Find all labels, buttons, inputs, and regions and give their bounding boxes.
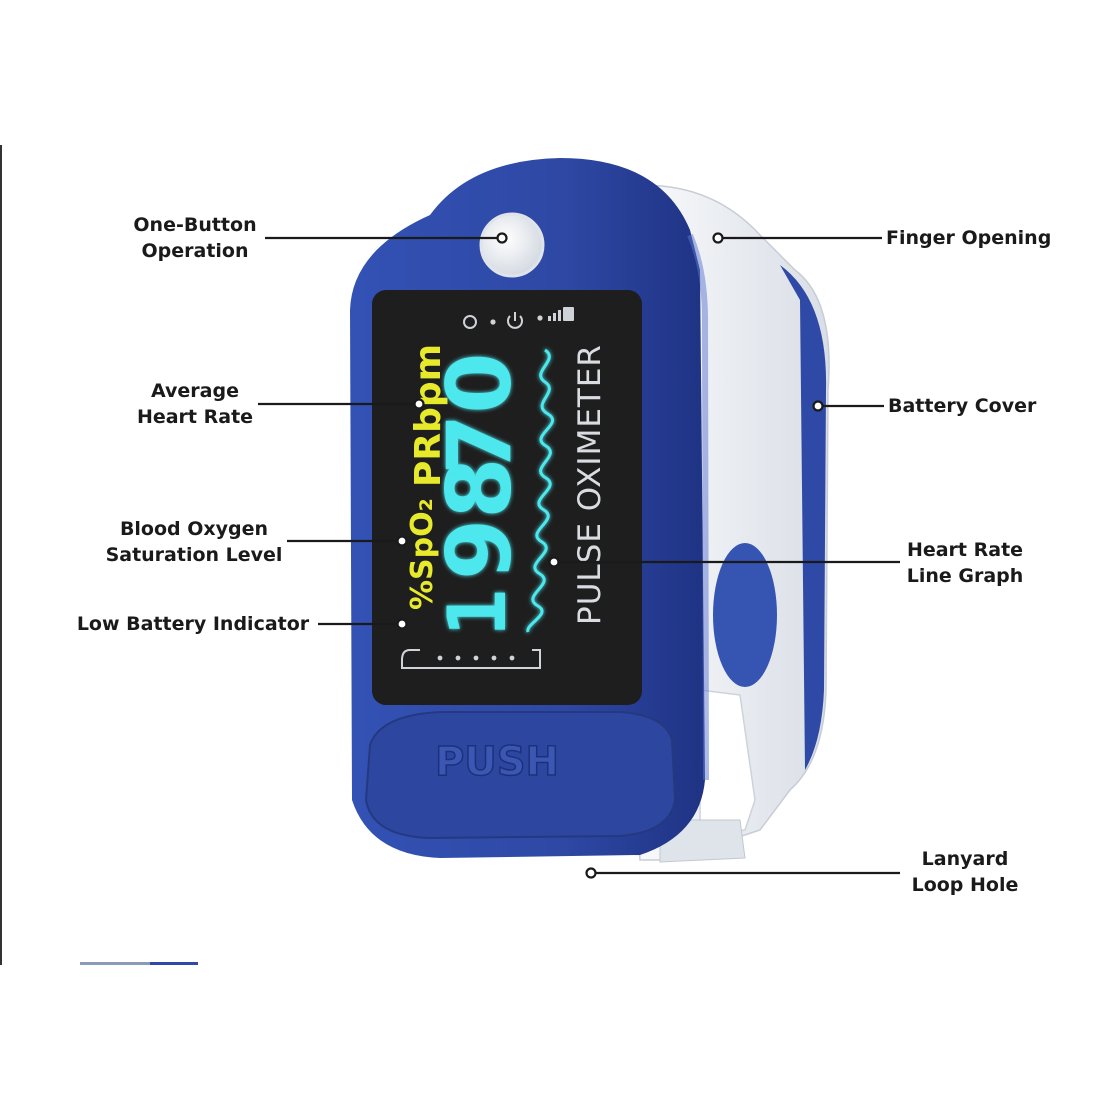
label-line: Battery Cover [888, 395, 1037, 417]
image-fragment-blue [150, 962, 198, 965]
spo2-unit-label: %SpO₂ [405, 498, 440, 610]
label-finger-opening: Finger Opening [886, 225, 1086, 251]
label-line: Line Graph [906, 565, 1024, 587]
spo2-reading: 98 [428, 458, 531, 580]
label-low-battery: Low Battery Indicator [62, 611, 324, 637]
brand-label: PULSE OXIMETER [572, 344, 608, 625]
device-edge-highlight [687, 233, 709, 781]
label-blood-oxygen: Blood Oxygen Saturation Level [98, 516, 290, 568]
label-line: Loop Hole [911, 874, 1019, 896]
label-battery-cover: Battery Cover [888, 393, 1088, 419]
battery-cover [780, 265, 827, 770]
one-button[interactable] [479, 212, 545, 278]
label-heart-rate-graph: Heart Rate Line Graph [885, 537, 1045, 589]
spo2-digit-one: 1 [431, 589, 524, 637]
callout-dot-spo2 [396, 535, 408, 547]
status-icons [463, 307, 574, 329]
callout-dot-battery [396, 618, 408, 630]
label-line: Average [151, 380, 239, 402]
clip-icon [463, 315, 477, 329]
callout-dot-lanyard [585, 867, 597, 879]
pr-unit-label: PRbpm [408, 344, 449, 487]
label-line: Heart Rate [136, 406, 254, 428]
signal-bars-icon [548, 307, 574, 321]
label-line: Saturation Level [105, 544, 283, 566]
label-one-button-operation: One-Button Operation [120, 212, 270, 264]
pr-reading: 70 [428, 353, 531, 475]
callout-dot-graph [548, 556, 560, 568]
label-line: Heart Rate [906, 539, 1024, 561]
oled-screen [372, 290, 642, 705]
push-label: PUSH [435, 739, 559, 785]
callout-dot-finger [712, 232, 724, 244]
dot-icon [490, 319, 496, 325]
label-line: Operation [141, 240, 249, 262]
side-grip [713, 543, 777, 687]
finger-slot [699, 689, 756, 836]
callout-dot-one-button [496, 232, 508, 244]
label-line: One-Button [133, 214, 257, 236]
heart-rate-waveform [526, 348, 554, 633]
label-lanyard: Lanyard Loop Hole [885, 846, 1045, 898]
push-pad[interactable] [364, 711, 677, 840]
label-line: Finger Opening [886, 227, 1052, 249]
callout-dot-battery-cover [812, 400, 824, 412]
label-line: Lanyard [921, 848, 1009, 870]
power-icon [507, 312, 523, 329]
label-line: Blood Oxygen [119, 518, 269, 540]
label-average-heart-rate: Average Heart Rate [120, 378, 270, 430]
callout-dot-avg-hr [413, 398, 425, 410]
label-line: Low Battery Indicator [76, 613, 310, 635]
readout-group: %SpO₂ PRbpm 1 98 70 [405, 344, 531, 637]
battery-icon [401, 649, 541, 669]
image-fragment [80, 962, 198, 965]
dot-icon-2 [537, 315, 543, 321]
callout-lines [258, 232, 900, 879]
